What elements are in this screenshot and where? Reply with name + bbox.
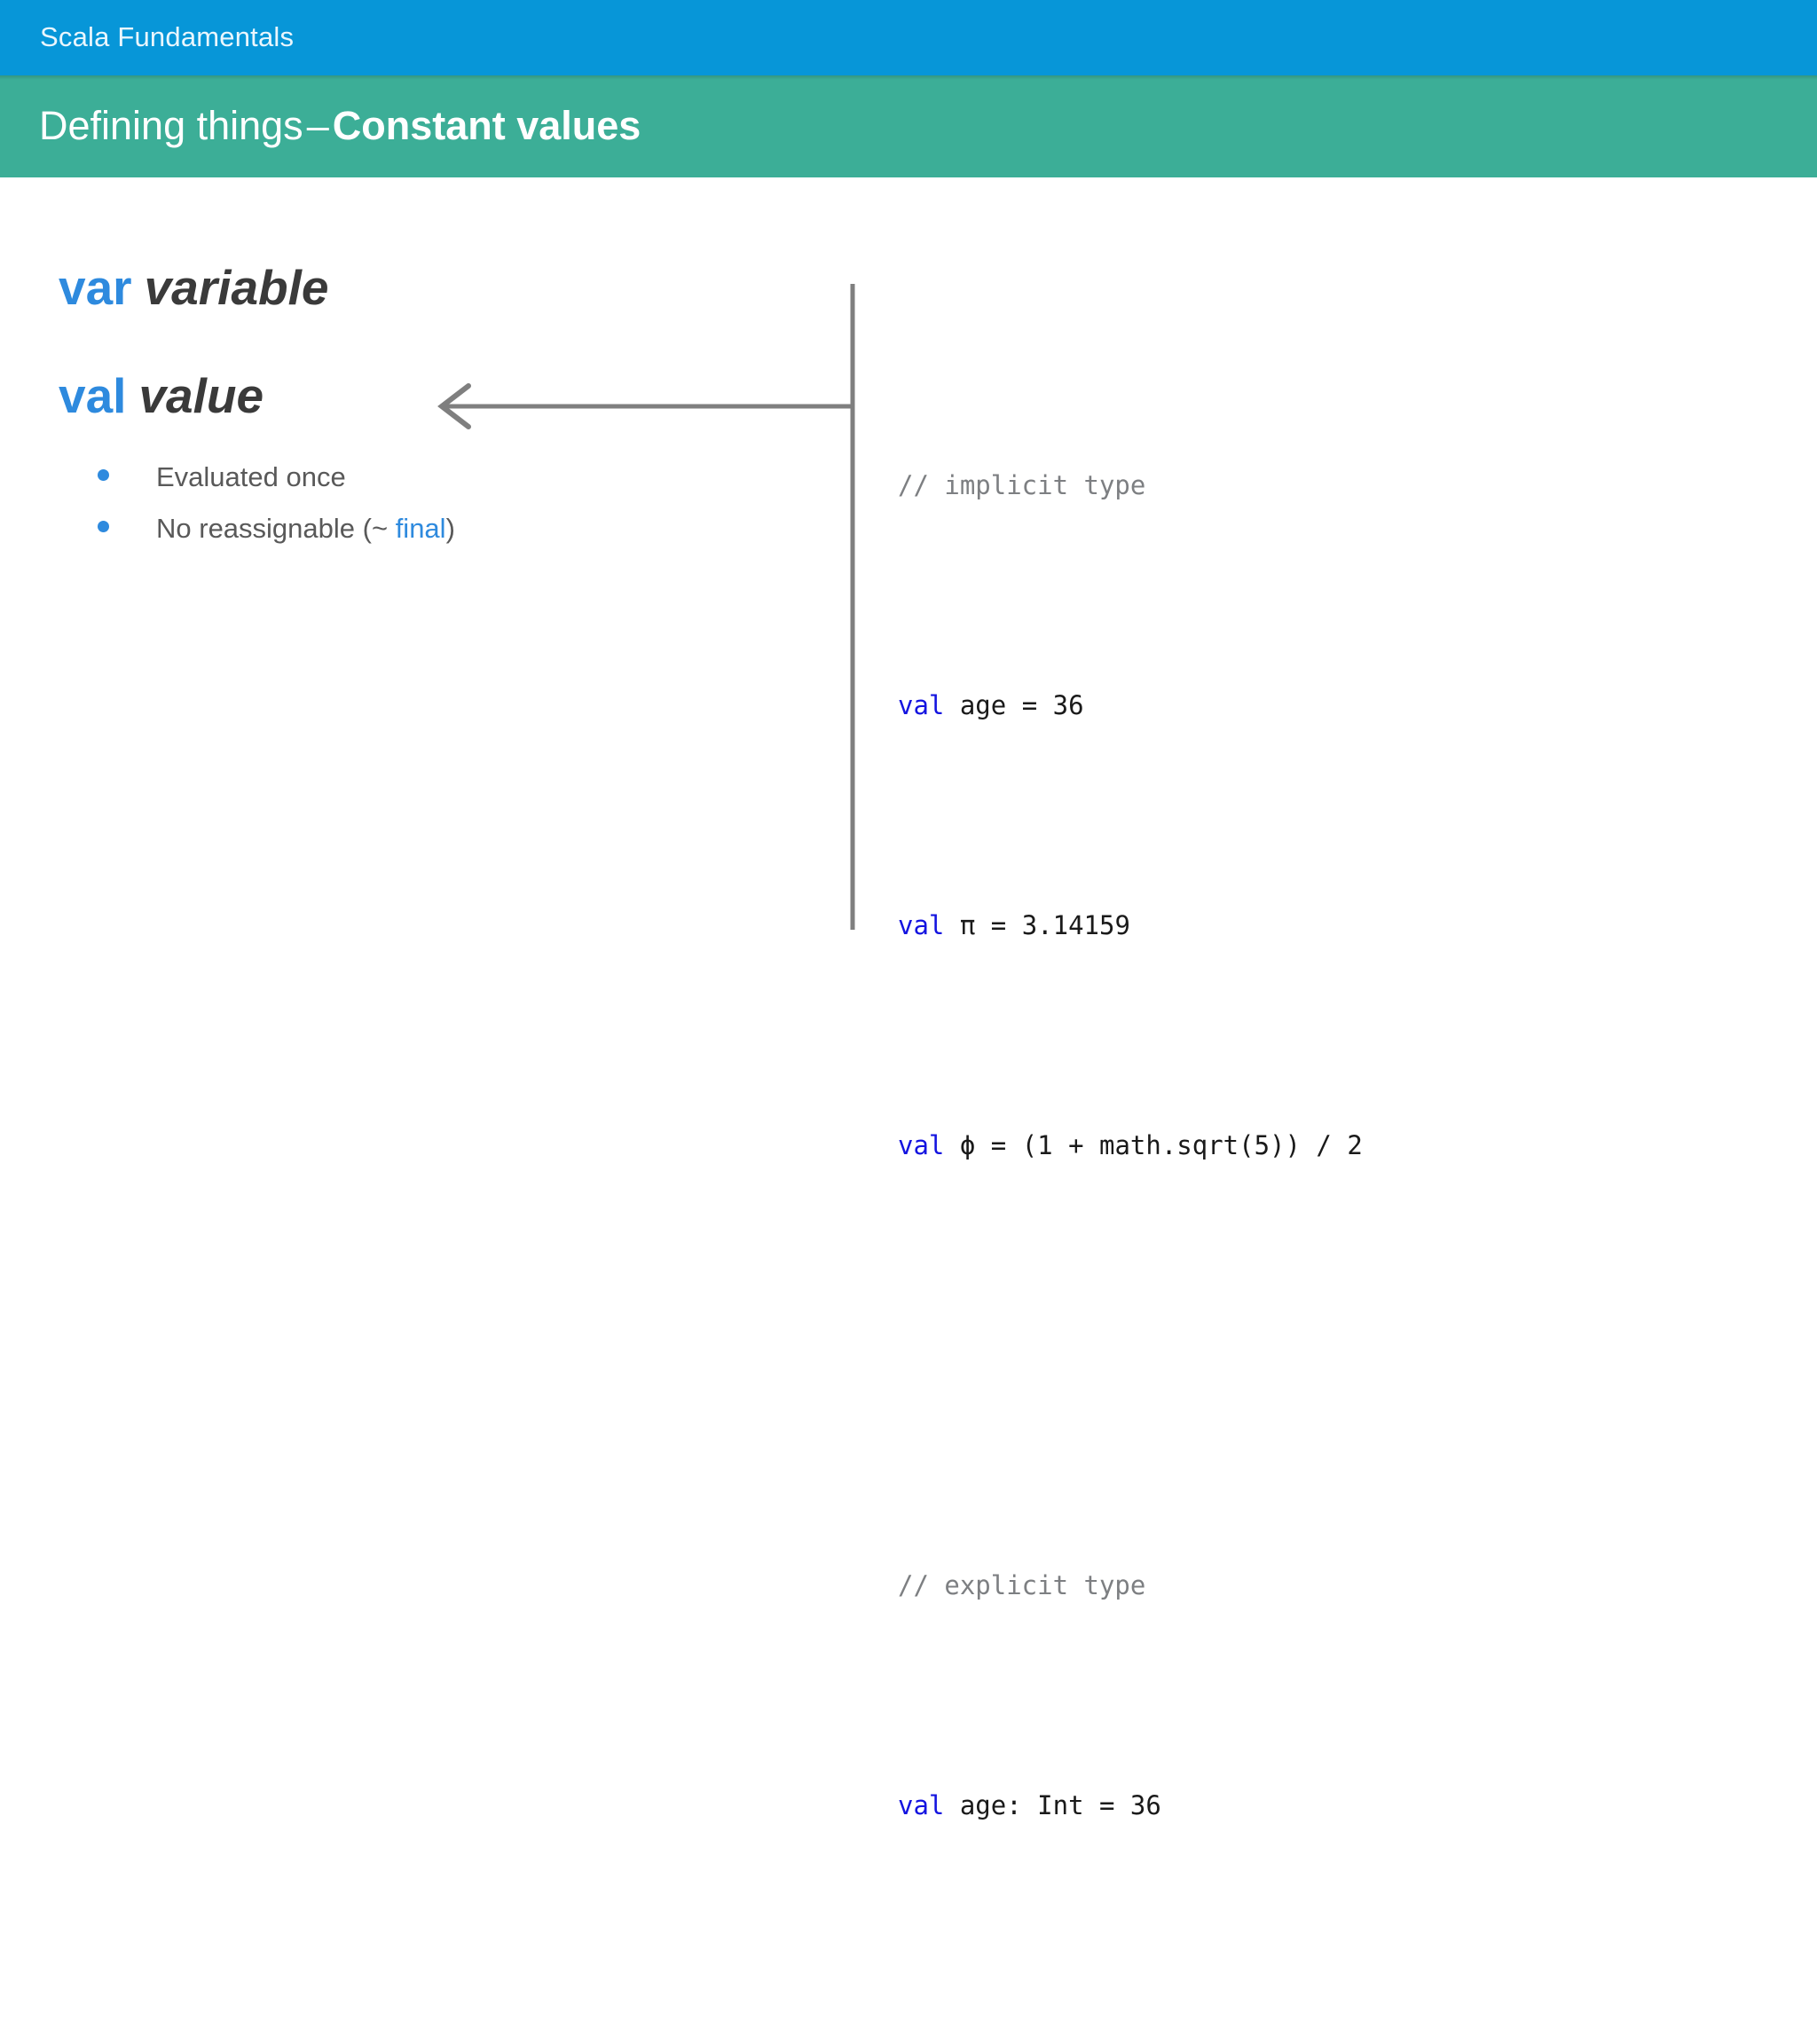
code-comment: // implicit type [898,470,1146,500]
var-name: variable [144,260,329,315]
bullet-text-link: final [395,513,446,544]
code-text: ϕ = (1 + math.sqrt(5)) / 2 [944,1130,1363,1160]
bullet-text-pre: Evaluated once [156,461,346,492]
section-header-bar: Defining things–Constant values [0,75,1817,177]
code-line: // implicit type [898,458,1785,513]
val-name: value [138,368,264,423]
code-line: val ϕ = (1 + math.sqrt(5)) / 2 [898,1118,1785,1173]
slide-title-dash: – [306,103,329,148]
code-line: // explicit type [898,1558,1785,1613]
brand-bar: Scala Fundamentals [0,0,1817,75]
brand-title: Scala Fundamentals [40,21,295,52]
code-text: age = 36 [944,690,1084,720]
bullet-text-pre: No reassignable (~ [156,513,396,544]
list-item: No reassignable (~ final) [98,511,719,550]
val-bullet-list: Evaluated once No reassignable (~ final) [98,460,719,562]
code-keyword: val [898,1130,945,1160]
slide-title-prefix: Defining things [39,103,303,148]
slide-title-emphasis: Constant values [332,103,641,148]
code-text: age: Int = 36 [944,1790,1161,1820]
slide-canvas: Scala Fundamentals Defining things–Const… [0,0,1817,1820]
bullet-text-post: ) [445,513,455,544]
list-item: Evaluated once [98,460,719,499]
var-keyword: var [59,260,132,315]
code-block: // implicit type val age = 36 val π = 3.… [898,293,1785,2044]
bullet-text: Evaluated once [156,460,346,495]
code-comment: // explicit type [898,1570,1146,1600]
bullet-dot-icon [98,469,109,481]
bullet-text: No reassignable (~ final) [156,511,455,546]
bullet-dot-icon [98,521,109,532]
code-text: π = 3.14159 [944,910,1130,940]
code-keyword: val [898,1790,945,1820]
code-line: val π = 3.14159 [898,898,1785,953]
code-keyword: val [898,910,945,940]
code-line-blank [898,1998,1785,2044]
code-line: val age: Int = 36 [898,1778,1785,1833]
code-keyword: val [898,690,945,720]
val-keyword: val [59,368,127,423]
slide-title: Defining things–Constant values [39,97,641,155]
code-line: val age = 36 [898,678,1785,733]
code-line-blank [898,1338,1785,1393]
